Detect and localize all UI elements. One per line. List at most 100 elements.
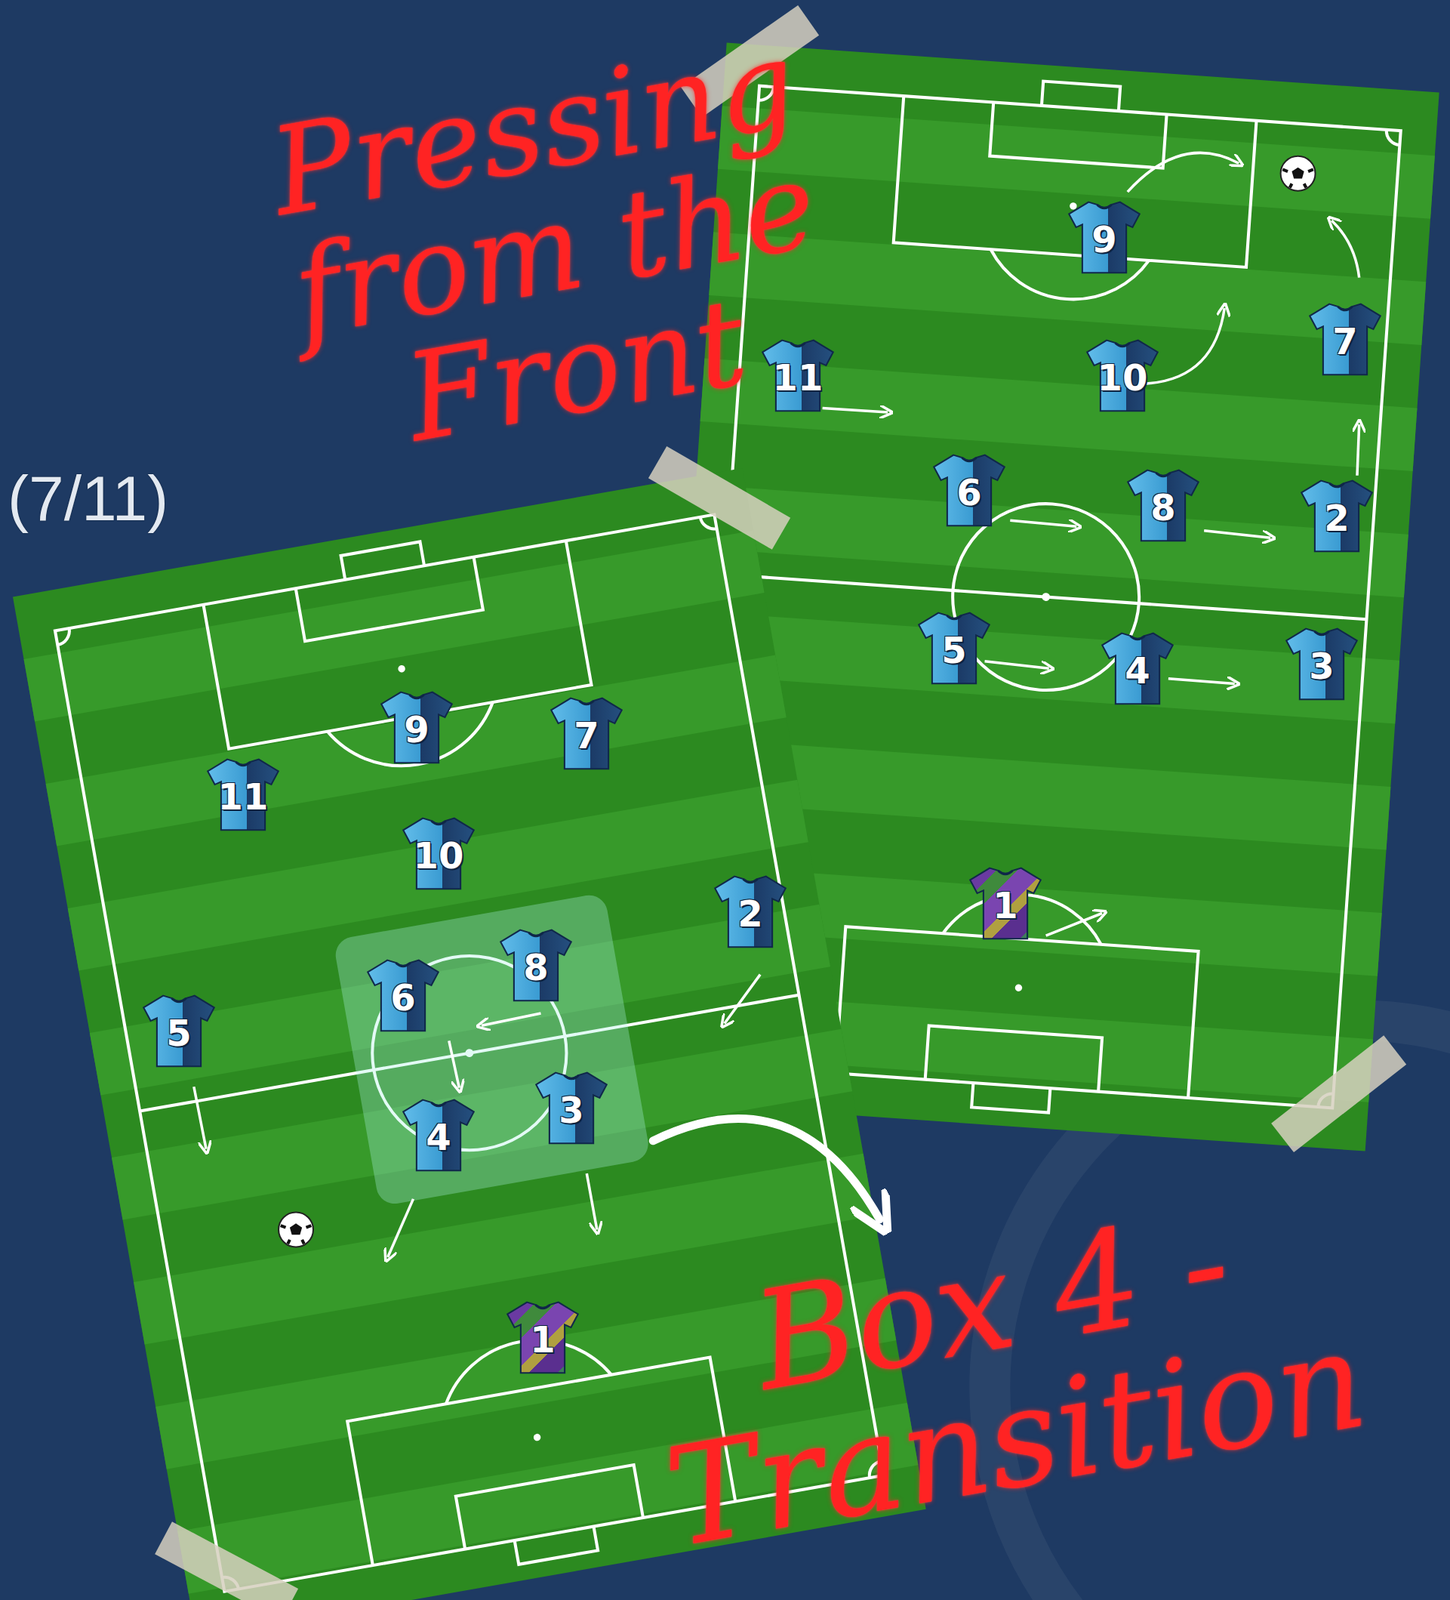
jersey-collar	[431, 820, 447, 825]
jersey-collar	[579, 700, 595, 705]
player-jersey: 6	[363, 956, 443, 1034]
player-jersey: 9	[1065, 198, 1144, 276]
shirt-number: 10	[1083, 336, 1162, 396]
jersey-collar	[409, 694, 425, 699]
jersey-collar	[1338, 306, 1353, 311]
goalkeeper-jersey: 1	[503, 1298, 582, 1376]
movement-arrow	[985, 661, 1050, 669]
player-jersey: 7	[1305, 300, 1385, 378]
jersey-collar	[236, 761, 251, 766]
pitch-line	[341, 541, 425, 579]
movement-arrow	[1331, 220, 1360, 278]
shirt-number: 8	[1123, 466, 1203, 526]
highlight-zone	[332, 892, 652, 1207]
jersey-collar	[396, 962, 411, 967]
shirt-number: 3	[532, 1068, 611, 1128]
movement-arrow	[449, 1040, 460, 1087]
movement-arrow	[586, 1172, 598, 1229]
jersey-collar	[962, 457, 977, 462]
pitch-line	[925, 1025, 1103, 1091]
movement-arrow	[193, 1086, 207, 1149]
player-jersey: 6	[929, 451, 1009, 529]
movement-arrow	[1046, 913, 1103, 936]
page-counter: (7/11)	[7, 461, 169, 536]
football	[1280, 156, 1316, 191]
movement-arrow	[822, 408, 889, 413]
pitch-line	[1041, 81, 1121, 111]
pitch-line	[55, 628, 72, 645]
jersey-collar	[1130, 635, 1146, 640]
goalkeeper-jersey: 1	[966, 864, 1045, 942]
shirt-number: 4	[1098, 629, 1177, 689]
football-patch	[289, 1222, 302, 1235]
player-jersey: 7	[547, 694, 626, 772]
player-jersey: 4	[399, 1095, 478, 1173]
shirt-number: 9	[1065, 198, 1144, 258]
jersey-collar	[743, 878, 758, 883]
shirt-number: 8	[496, 926, 576, 986]
football	[278, 1211, 314, 1247]
jersey-collar	[1156, 472, 1171, 477]
football-patch	[1291, 167, 1304, 179]
tape-strip	[1271, 1034, 1407, 1152]
shirt-number: 5	[914, 609, 994, 669]
tape-strip	[154, 1520, 299, 1600]
shirt-number: 6	[929, 451, 1009, 511]
player-jersey: 2	[1297, 477, 1377, 555]
shirt-number: 3	[1282, 624, 1361, 684]
jersey-collar	[947, 615, 962, 619]
pitch-line	[989, 101, 1167, 168]
shirt-number: 7	[547, 694, 626, 754]
jersey-collar	[535, 1304, 551, 1309]
player-jersey: 5	[139, 991, 219, 1069]
centre-spot	[1041, 592, 1051, 602]
player-jersey: 3	[532, 1068, 611, 1146]
jersey-collar	[172, 997, 187, 1002]
pitch-line	[295, 557, 484, 642]
pitch-line	[893, 95, 1257, 268]
shirt-number: 5	[139, 991, 219, 1051]
movement-arrow	[387, 1198, 414, 1257]
jersey-collar	[1329, 483, 1345, 487]
jersey-collar	[1097, 204, 1112, 209]
jersey-collar	[564, 1074, 579, 1079]
penalty-spot	[397, 664, 407, 673]
movement-arrow	[1145, 307, 1225, 384]
shirt-number: 7	[1305, 300, 1385, 360]
movement-arrow	[1009, 520, 1077, 527]
pitch-line	[835, 926, 1199, 1098]
jersey-collar	[529, 932, 544, 936]
shirt-number: 6	[363, 956, 443, 1016]
pitch-line	[725, 574, 1367, 619]
movement-arrow	[1127, 152, 1239, 192]
shirt-number: 1	[503, 1298, 582, 1358]
player-jersey: 10	[1083, 336, 1162, 414]
penalty-spot	[1069, 202, 1078, 210]
movement-arrow	[1357, 424, 1360, 476]
shirt-number: 4	[399, 1095, 478, 1155]
shirt-number: 10	[399, 814, 478, 874]
shirt-number: 2	[711, 872, 790, 932]
grass-stripe	[682, 610, 1400, 724]
shirt-number: 11	[203, 755, 283, 815]
jersey-collar	[431, 1102, 447, 1106]
football-patch	[280, 1225, 312, 1244]
player-jersey: 10	[399, 814, 478, 892]
movement-arrow	[481, 1012, 541, 1026]
penalty-spot	[1014, 983, 1023, 992]
player-jersey: 4	[1098, 629, 1177, 707]
penalty-spot	[532, 1432, 542, 1441]
jersey-collar	[1115, 342, 1130, 347]
tape-strip	[648, 446, 791, 550]
jersey-collar	[998, 870, 1013, 875]
pitch-line	[1385, 129, 1401, 145]
player-jersey: 9	[377, 688, 456, 766]
shirt-number: 1	[966, 864, 1045, 924]
player-jersey: 3	[1282, 624, 1361, 702]
movement-arrow	[724, 974, 761, 1024]
player-jersey: 8	[496, 926, 576, 1004]
player-jersey: 8	[1123, 466, 1203, 544]
player-jersey: 11	[203, 755, 283, 833]
jersey-collar	[1314, 631, 1330, 635]
shirt-number: 9	[377, 688, 456, 748]
